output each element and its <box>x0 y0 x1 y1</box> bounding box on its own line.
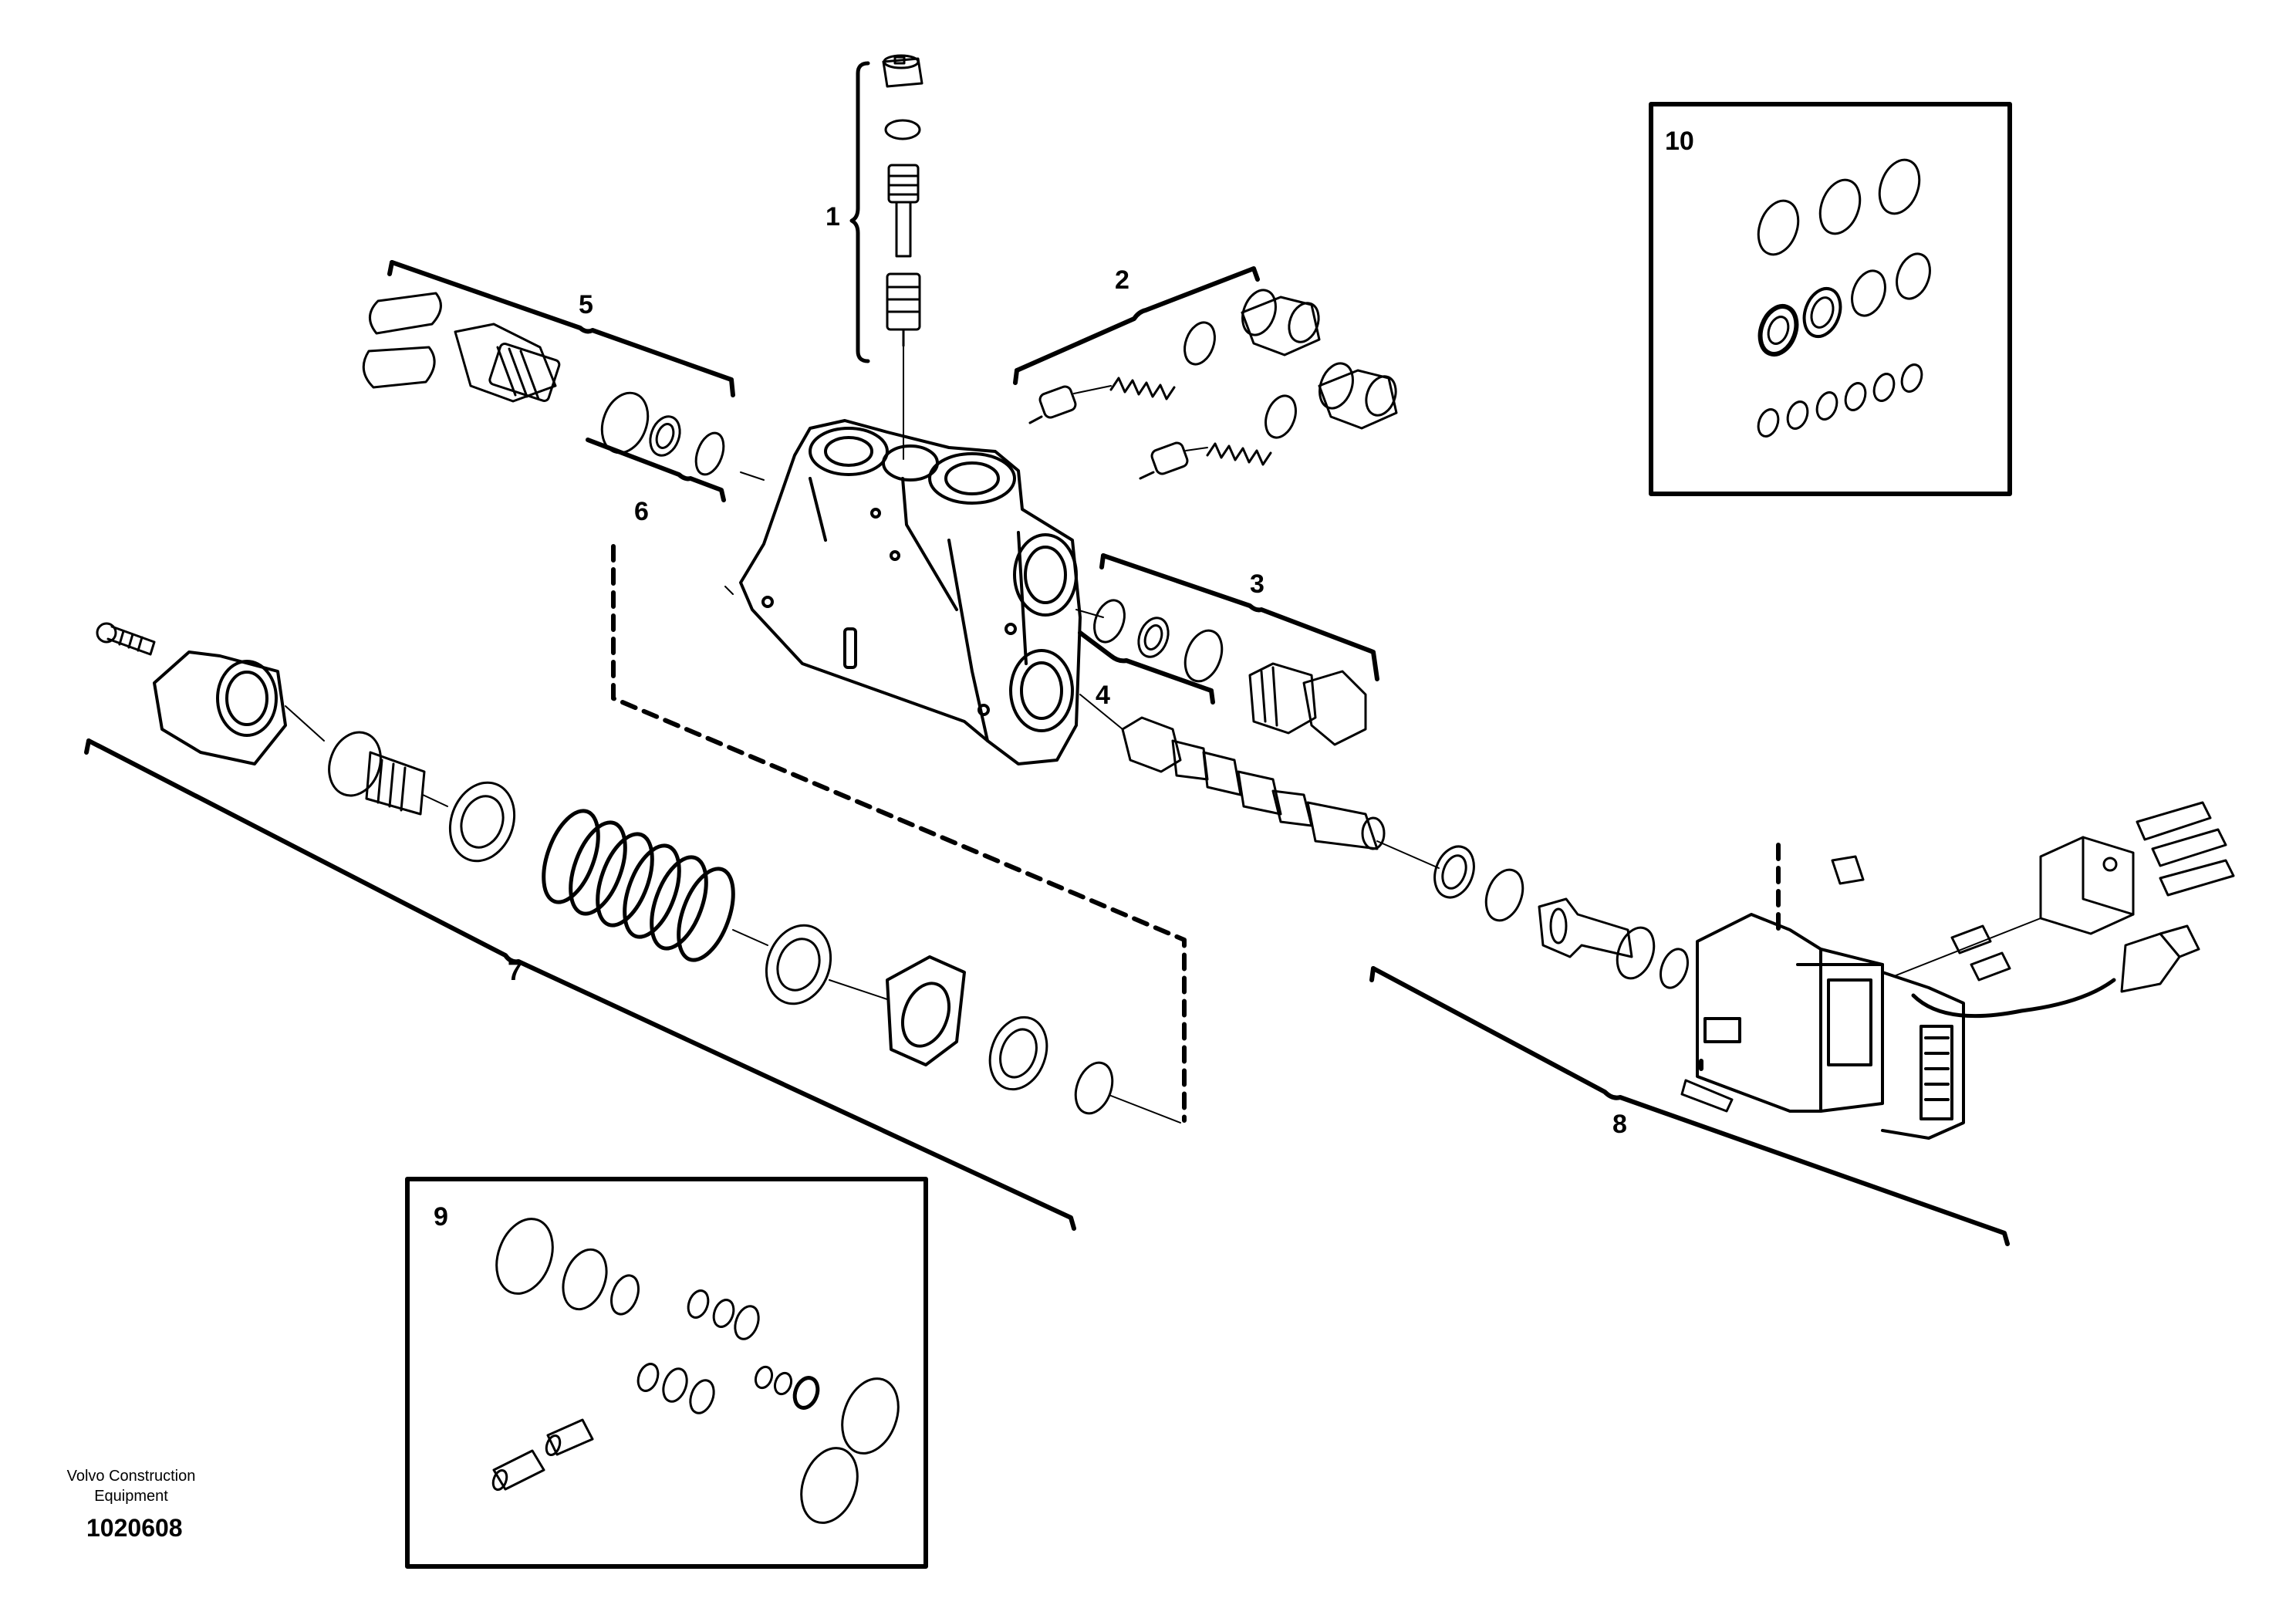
callout-1: 1 <box>826 202 840 231</box>
bracket-group-6 <box>586 438 726 502</box>
backup-ring-inner-part-4 <box>1143 624 1163 650</box>
o-ring-2-part-8 <box>1616 926 1656 980</box>
spool <box>1121 716 1386 850</box>
bracket-group-3 <box>1101 553 1379 681</box>
flange-part-7 <box>886 955 966 1066</box>
drawing-number: 1020608 <box>86 1514 183 1542</box>
bracket-group-5-end <box>387 260 394 276</box>
dashed-frame-line <box>611 544 1187 1123</box>
o-ring-part-1 <box>884 119 921 140</box>
o-ring-large-part-4 <box>1183 629 1224 683</box>
spring-part-7 <box>542 809 735 962</box>
bracket-group-8 <box>1371 966 2010 1246</box>
seal-kit-items-10 <box>1757 158 1931 438</box>
valve-insert-part-1 <box>887 164 920 258</box>
poppet-upper-part-2 <box>1028 385 1077 424</box>
inset-box-9 <box>405 1177 928 1569</box>
callout-2: 2 <box>1115 265 1129 295</box>
check-valve-lower-part-2 <box>1318 362 1398 430</box>
valve-body-section <box>739 419 1082 765</box>
spring-lower-part-2 <box>1206 442 1272 466</box>
clamp-halves-part-5 <box>362 292 442 389</box>
callout-4: 4 <box>1096 681 1110 710</box>
bracket-group-1 <box>849 61 870 363</box>
callout-10: 10 <box>1665 127 1694 156</box>
callout-8: 8 <box>1612 1110 1627 1139</box>
callout-9: 9 <box>434 1202 448 1232</box>
bracket-group-2-end <box>1013 368 1019 385</box>
screw-part-7 <box>96 622 156 656</box>
check-valve-upper-part-2 <box>1241 289 1321 357</box>
callout-5: 5 <box>579 290 593 319</box>
callout-7: 7 <box>508 957 522 986</box>
bracket-group-8-end <box>1369 966 1376 982</box>
plug-part-3 <box>1248 662 1367 746</box>
inset-box-10 <box>1649 102 2012 496</box>
axis-line-body-left <box>724 586 734 595</box>
axis-line-spool-left <box>1079 694 1123 730</box>
bracket-group-7 <box>86 738 1076 1231</box>
axis-line-part-3 <box>1075 609 1104 618</box>
o-ring-small-part-6 <box>694 431 725 476</box>
bracket-group-3-end <box>1099 553 1106 569</box>
seal-inner-part-7 <box>999 1028 1038 1079</box>
spring-upper-part-2 <box>1109 377 1176 400</box>
seal-part-7 <box>988 1015 1048 1091</box>
backup-ring-inner-part-6 <box>655 423 675 449</box>
o-ring-upper-part-2 <box>1183 321 1216 366</box>
o-ring-lower-part-2 <box>1264 394 1297 439</box>
bracket-group-7-end <box>84 738 91 755</box>
o-ring-part-8 <box>1484 868 1524 922</box>
bracket-group-2 <box>1015 266 1260 373</box>
axis-line-part-7-e <box>1110 1095 1181 1124</box>
poppet-lower-part-2 <box>1139 441 1189 480</box>
spring-guide-part-7 <box>448 781 516 863</box>
pins-part-8 <box>1950 924 2011 982</box>
o-ring-part-6 <box>600 391 650 454</box>
brand-block: Volvo Construction Equipment <box>46 1466 216 1506</box>
seal-part-8 <box>1433 845 1475 899</box>
backup-ring-part-4 <box>1137 617 1170 658</box>
o-ring-part-4 <box>1093 599 1126 644</box>
axis-line-part-8 <box>1893 917 2041 977</box>
axis-line-lower-part-2 <box>1185 447 1208 451</box>
brand-line-1: Volvo Construction <box>66 1468 196 1485</box>
o-ring-3-part-8 <box>1660 948 1689 989</box>
callout-3: 3 <box>1250 569 1264 599</box>
seal-kit-items-9 <box>491 1218 900 1524</box>
spring-seat-part-7 <box>328 731 426 816</box>
callout-6: 6 <box>634 497 649 526</box>
axis-line-part-7-d <box>829 979 888 1000</box>
wire-harness-part-8 <box>1911 924 2200 1019</box>
axis-line-upper-part-2 <box>1073 385 1112 394</box>
axis-line-part-6-body <box>740 471 765 481</box>
end-cover-part-7 <box>153 650 287 765</box>
spring-seat-2-part-7 <box>765 924 832 1005</box>
spool-end-part-8 <box>1538 897 1633 958</box>
axis-line-part-7-a <box>285 705 325 742</box>
o-ring-part-7 <box>1074 1061 1114 1115</box>
backup-ring-part-6 <box>649 415 681 457</box>
screws-part-8 <box>1680 801 2235 1113</box>
seal-inner-part-8 <box>1441 854 1467 890</box>
mounting-block-part-8 <box>2039 836 2135 935</box>
bracket-group-5 <box>390 260 735 397</box>
solenoid-actuator-part-8 <box>1696 913 1965 1140</box>
axis-line-part-7-c <box>732 929 768 946</box>
plug-part-1 <box>882 54 923 88</box>
valve-cartridge-part-1 <box>886 272 921 347</box>
axis-line-spool-right <box>1376 840 1440 869</box>
brand-line-2: Equipment <box>94 1488 168 1505</box>
axis-line-part-7-b <box>422 794 448 807</box>
relief-valve-part-5 <box>454 323 561 403</box>
bracket-group-4 <box>1078 630 1215 705</box>
